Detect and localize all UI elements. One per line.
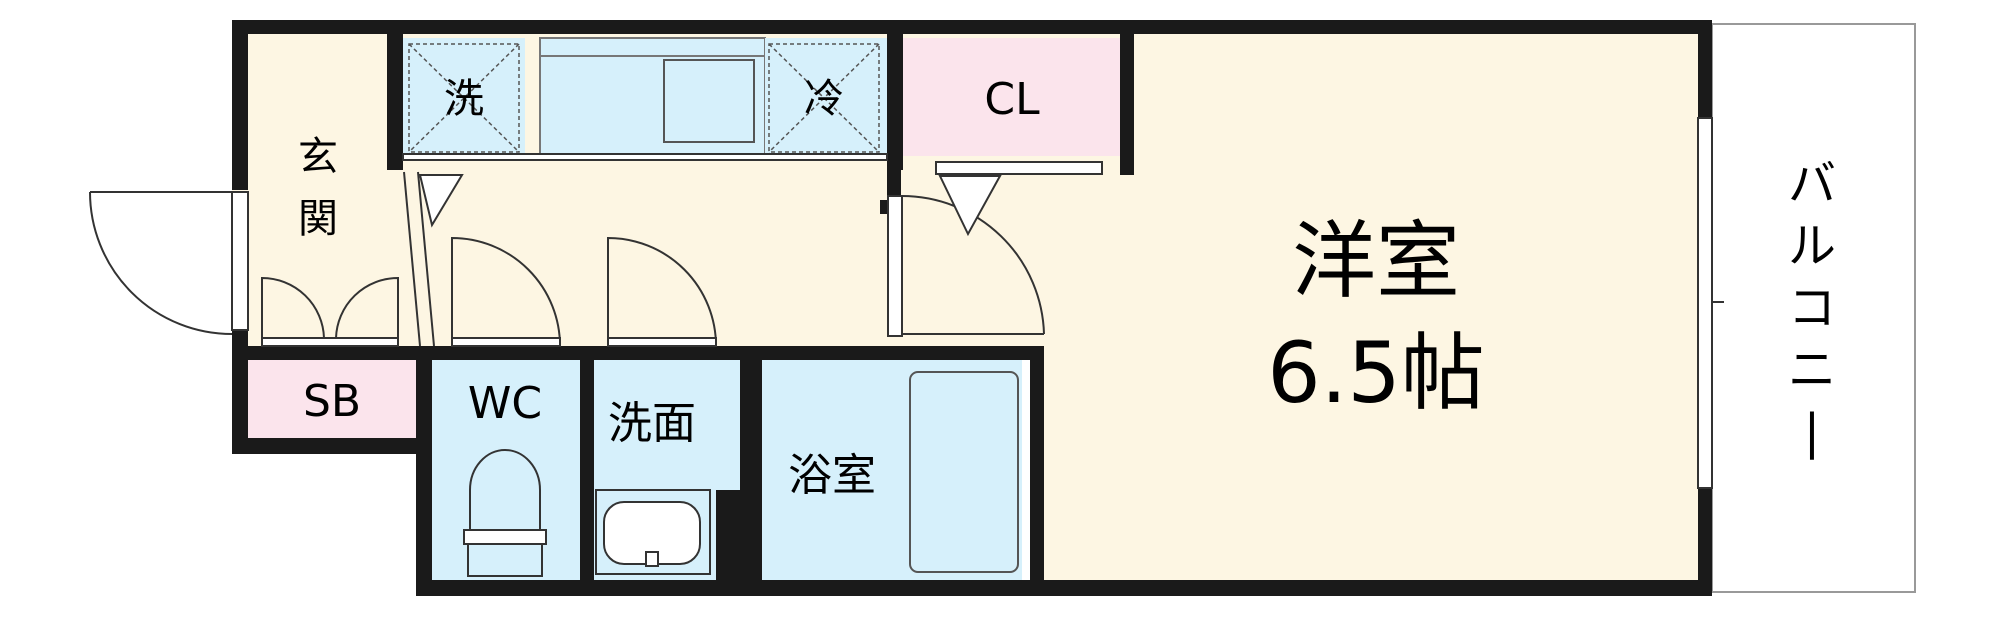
fridge-label: 冷: [804, 76, 844, 122]
laundry-label: 洗: [444, 76, 484, 122]
balcony-label: バルコニ|: [1788, 156, 1836, 460]
western-room-label: 洋室: [1292, 212, 1460, 310]
bathtub: [909, 371, 1019, 573]
closet-label: CL: [984, 74, 1040, 125]
laundry-mark: [408, 43, 880, 153]
toilet-fixture: [463, 449, 547, 577]
wash-basin: [595, 489, 711, 575]
toilet-label: WC: [468, 378, 542, 429]
western-room-floor: [1042, 24, 1712, 592]
bathroom-label: 浴室: [788, 450, 876, 501]
doors: [89, 171, 1045, 347]
entrance-label-1: 玄関: [298, 134, 338, 242]
closet-area: [902, 38, 1120, 156]
balcony-floor: [1711, 23, 1916, 593]
closet-door: [935, 161, 1103, 175]
kitchen-sink: [663, 59, 755, 143]
western-room-size: 6.5帖: [1267, 324, 1485, 422]
shoebox-label: SB: [303, 376, 361, 427]
balcony-window: [1697, 117, 1724, 489]
fridge-area: [765, 38, 887, 154]
washroom-label: 洗面: [608, 398, 696, 449]
counter-front: [402, 153, 888, 161]
shoebox-area: [246, 360, 416, 438]
